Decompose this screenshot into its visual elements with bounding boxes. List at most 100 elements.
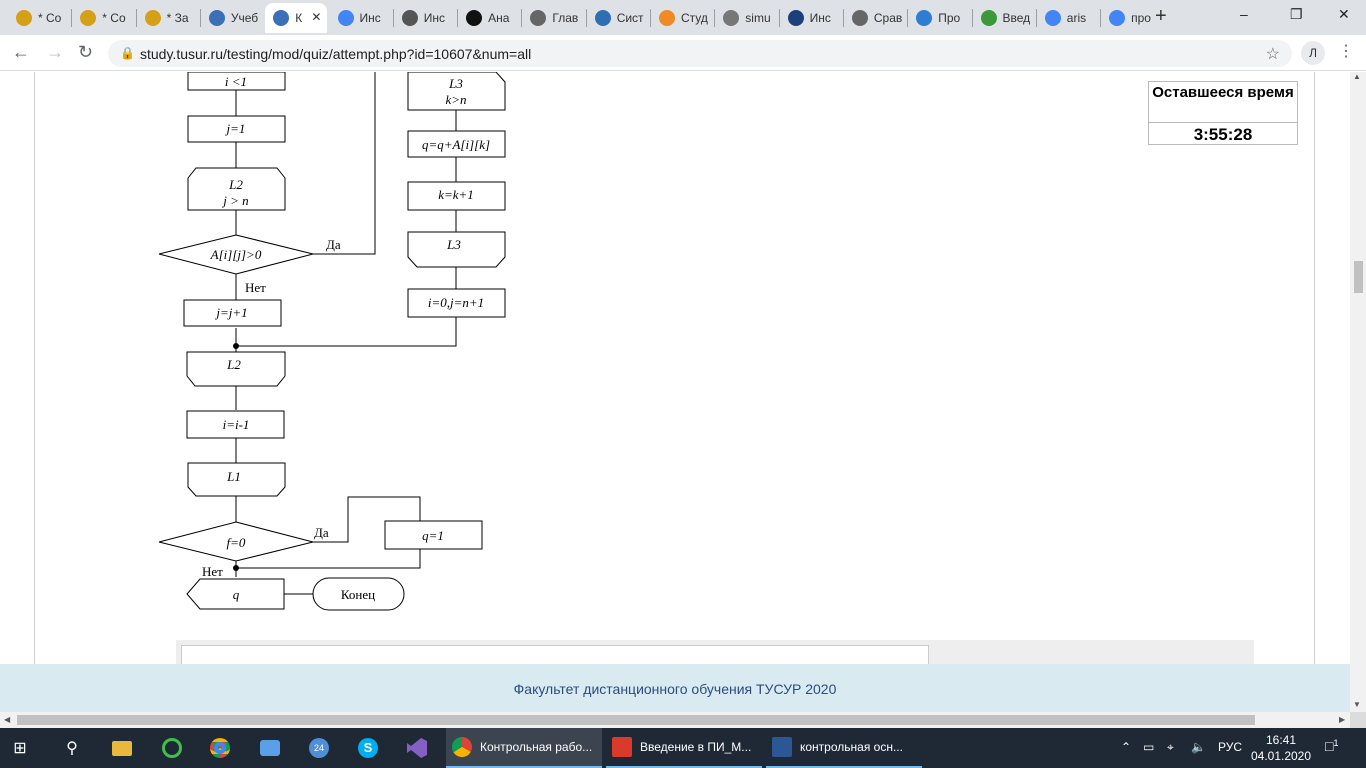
search-icon[interactable]: ⚲ [66, 740, 78, 757]
new-tab-button[interactable]: + [1155, 5, 1167, 27]
flow-loop-l1-end [187, 462, 286, 497]
close-window-icon[interactable]: ✕ [1338, 6, 1350, 22]
flow-text-q-assign: q=1 [422, 528, 444, 543]
browser-tab[interactable]: aris [1037, 3, 1099, 33]
scroll-down-icon[interactable]: ▼ [1353, 700, 1361, 709]
profile-avatar[interactable]: Л [1301, 41, 1325, 65]
clock-date: 04.01.2020 [1250, 749, 1312, 763]
windows-start-icon[interactable]: ⊞ [13, 740, 27, 757]
input-language[interactable]: РУС [1218, 740, 1243, 754]
chrome-taskbar-icon[interactable] [206, 734, 234, 762]
flow-junction-1 [233, 343, 239, 349]
answer-input[interactable] [181, 645, 929, 664]
browser-tab[interactable]: Студ [651, 3, 713, 33]
taskbar-app-label: контрольная осн... [800, 740, 903, 754]
visual-studio-icon[interactable] [403, 734, 431, 762]
tab-label: Ана [488, 11, 510, 25]
browser-tab[interactable]: Инс [330, 3, 392, 33]
volume-icon[interactable]: 🔈 [1191, 740, 1206, 754]
horizontal-scrollbar[interactable]: ◀ ▶ [0, 712, 1350, 728]
address-bar[interactable]: 🔒 study.tusur.ru/testing/mod/quiz/attemp… [108, 40, 1292, 67]
browser-tab[interactable]: Ана [458, 3, 520, 33]
forward-arrow-icon[interactable]: → [46, 42, 64, 62]
skype-icon[interactable]: S [354, 734, 382, 762]
app-24-icon[interactable]: 24 [305, 734, 333, 762]
tab-separator [392, 9, 394, 27]
flow-text-decision-1: A[i][j]>0 [210, 247, 262, 262]
browser-tab[interactable]: simu [715, 3, 777, 33]
browser-tab[interactable]: * За [137, 3, 199, 33]
scroll-left-icon[interactable]: ◀ [4, 715, 11, 724]
page-footer: Факультет дистанционного обучения ТУСУР … [0, 664, 1350, 712]
flow-text-yes-2: Да [314, 525, 329, 540]
scroll-right-icon[interactable]: ▶ [1339, 715, 1346, 724]
flow-text-end: Конец [341, 587, 375, 602]
timer-label: Оставшееся время [1152, 84, 1294, 101]
browser-tab[interactable]: * Co [72, 3, 134, 33]
tab-separator [971, 9, 973, 27]
flow-box-reset [407, 288, 506, 318]
restore-icon[interactable]: ❐ [1290, 6, 1303, 22]
taskbar-app-button[interactable]: контрольная осн... [766, 728, 922, 768]
flow-text-l2-cond: j > n [221, 193, 248, 208]
tab-label: Студ [681, 11, 708, 25]
tab-separator [585, 9, 587, 27]
scroll-up-icon[interactable]: ▲ [1353, 72, 1361, 81]
file-explorer-icon[interactable] [108, 734, 136, 762]
browser-tab[interactable]: Срав [844, 3, 906, 33]
taskbar-app-button[interactable]: Введение в ПИ_М... [606, 728, 762, 768]
notifications-icon[interactable]: □1 [1325, 738, 1339, 754]
browser-toolbar: ← → ↻ 🔒 study.tusur.ru/testing/mod/quiz/… [0, 35, 1366, 71]
tab-favicon-icon [273, 10, 290, 26]
bookmark-star-icon[interactable]: ☆ [1265, 46, 1280, 63]
tab-close-icon[interactable]: ✕ [311, 10, 322, 24]
minimize-icon[interactable]: – [1240, 6, 1248, 22]
back-arrow-icon[interactable]: ← [12, 42, 30, 62]
flow-text-l3-label: L3 [448, 76, 463, 91]
browser-tab[interactable]: Инс [394, 3, 456, 33]
vertical-scroll-thumb[interactable] [1354, 261, 1363, 293]
browser-tab[interactable]: Сист [587, 3, 649, 33]
browser-tab[interactable]: К✕ [265, 3, 328, 33]
tab-label: aris [1066, 11, 1087, 25]
tab-favicon-icon [787, 10, 804, 26]
flow-junction-2 [233, 565, 239, 571]
browser-tab[interactable]: Глав [522, 3, 584, 33]
browser-tab[interactable]: Про [908, 3, 970, 33]
flow-text-i-decrement: i=i-1 [223, 417, 250, 432]
horizontal-scroll-thumb[interactable] [17, 715, 1255, 725]
tab-separator [199, 9, 201, 27]
tab-separator [71, 9, 73, 27]
reload-icon[interactable]: ↻ [78, 42, 94, 62]
tab-favicon-icon [466, 10, 483, 26]
flow-box-q-sum [407, 130, 506, 158]
flow-text-j-increment: j=j+1 [214, 305, 247, 320]
flow-text-l2-label: L2 [228, 177, 243, 192]
tab-favicon-icon [144, 10, 161, 26]
tab-separator [778, 9, 780, 27]
browser-tab[interactable]: Учеб [201, 3, 263, 33]
browser-tab[interactable]: Введ [973, 3, 1035, 33]
tab-favicon-icon [401, 10, 418, 26]
flow-box-j-increment [183, 299, 282, 327]
browser-tab[interactable]: * Co [8, 3, 70, 33]
taskbar-app-button[interactable]: Контрольная рабо... [446, 728, 602, 768]
tab-label: про [1131, 11, 1151, 25]
messenger-icon[interactable] [158, 734, 186, 762]
vertical-scrollbar[interactable]: ▲ ▼ [1350, 72, 1366, 713]
menu-dots-icon[interactable]: ⋮ [1338, 43, 1354, 60]
wifi-icon[interactable]: ⌖ [1167, 740, 1174, 754]
mail-icon[interactable] [256, 734, 284, 762]
tab-favicon-icon [80, 10, 97, 26]
browser-tab[interactable]: про [1101, 3, 1163, 33]
system-clock[interactable]: 16:41 04.01.2020 [1248, 732, 1314, 764]
battery-icon[interactable]: ▭ [1143, 740, 1155, 754]
flow-text-l1-end: L1 [226, 469, 241, 484]
show-hidden-icons[interactable]: ⌃ [1121, 740, 1132, 754]
browser-tab[interactable]: Инс [780, 3, 842, 33]
flow-box-i-decrement [186, 410, 285, 439]
tab-favicon-icon [980, 10, 997, 26]
tab-label: Инс [809, 11, 831, 25]
tab-label: Сист [616, 11, 644, 25]
flow-loop-l3-end [407, 231, 506, 268]
